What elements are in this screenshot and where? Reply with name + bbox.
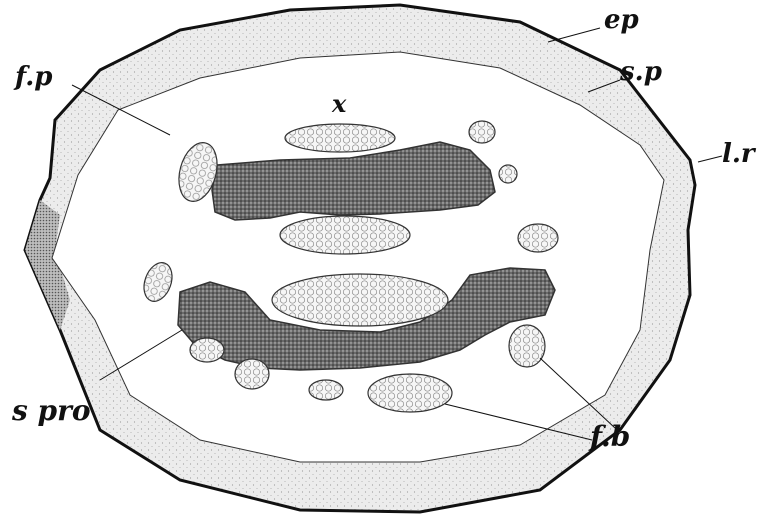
fibrovascular-bundle <box>469 121 495 143</box>
label-sp: s.p <box>619 57 662 87</box>
label-lr: l.r <box>722 139 757 169</box>
pith-region <box>52 52 664 462</box>
label-fp: f.p <box>13 62 53 92</box>
fibrovascular-bundle <box>509 325 545 367</box>
fibrovascular-bundle <box>518 224 558 252</box>
fibrovascular-bundle <box>499 165 517 183</box>
label-spro: s pro <box>11 394 91 427</box>
xylem-bundle-lower <box>272 274 448 326</box>
leader-line-lr <box>698 156 722 162</box>
fibrovascular-bundle <box>309 380 343 400</box>
xylem-bundle-top <box>285 124 395 152</box>
label-x: x <box>331 89 347 118</box>
label-fb: f.b <box>588 420 630 453</box>
leader-line-ep <box>548 28 600 42</box>
label-ep: ep <box>604 5 639 35</box>
fibrovascular-bundle <box>190 338 224 362</box>
xylem-bundle-middle <box>280 216 410 254</box>
fibrovascular-bundle <box>235 359 269 389</box>
fibrovascular-bundle <box>368 374 452 412</box>
